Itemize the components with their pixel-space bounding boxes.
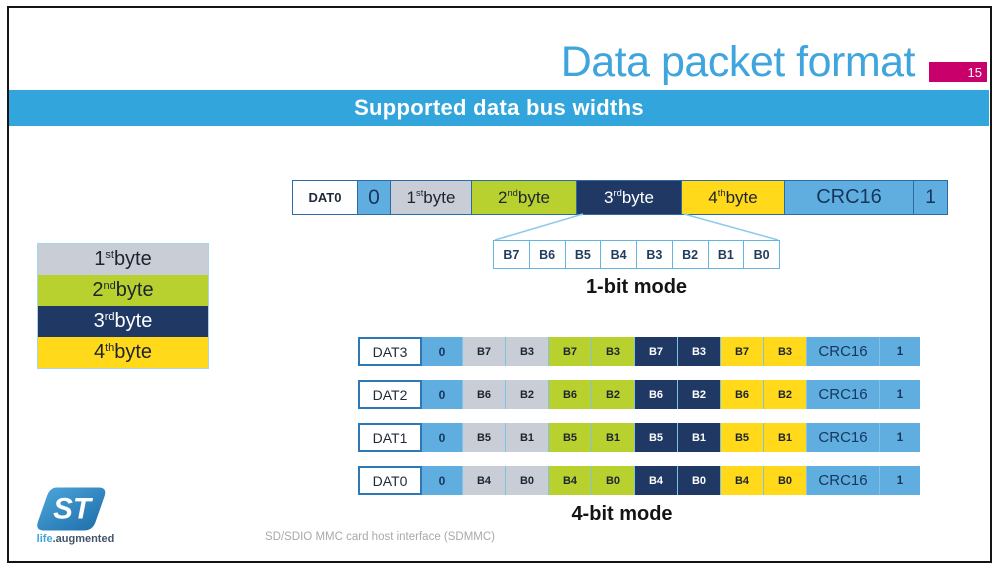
st-logo: ST: [37, 487, 106, 531]
section-banner: Supported data bus widths: [9, 90, 989, 126]
data-bit-cell: B6: [463, 380, 505, 409]
crc-cell: CRC16: [807, 466, 879, 495]
end-bit-cell: 1: [913, 181, 947, 214]
start-bit-cell: 0: [422, 466, 462, 495]
end-bit-cell: 1: [880, 337, 920, 366]
dat-line-label: DAT3: [358, 337, 422, 366]
start-bit-cell: 0: [422, 423, 462, 452]
data-bit-cell: B0: [592, 466, 634, 495]
page-number-badge: 15: [929, 62, 987, 82]
data-bit-cell: B7: [549, 337, 591, 366]
dat-line-label: DAT2: [358, 380, 422, 409]
data-bit-cell: B5: [721, 423, 763, 452]
bit-cell-b6: B6: [528, 241, 565, 268]
bit-cell-b2: B2: [671, 241, 708, 268]
start-bit-cell: 0: [357, 181, 390, 214]
page-title: Data packet format: [560, 38, 916, 86]
tagline-augmented: .augmented: [52, 533, 115, 545]
data-bit-cell: B4: [635, 466, 677, 495]
data-bit-cell: B1: [764, 423, 806, 452]
end-bit-cell: 1: [880, 380, 920, 409]
four-bit-mode-label: 4-bit mode: [571, 503, 673, 525]
data-bit-cell: B2: [592, 380, 634, 409]
one-bit-mode-label: 1-bit mode: [585, 276, 688, 298]
data-bit-cell: B6: [549, 380, 591, 409]
data-bit-cell: B4: [721, 466, 763, 495]
data-bit-cell: B7: [721, 337, 763, 366]
crc-cell: CRC16: [807, 380, 879, 409]
data-bit-cell: B5: [549, 423, 591, 452]
data-bit-cell: B7: [463, 337, 505, 366]
bit-cell-b5: B5: [564, 241, 601, 268]
crc-cell: CRC16: [807, 423, 879, 452]
data-bit-cell: B3: [764, 337, 806, 366]
data-bit-cell: B3: [592, 337, 634, 366]
bit-cell-b1: B1: [707, 241, 744, 268]
data-bit-cell: B5: [463, 423, 505, 452]
svg-text:ST: ST: [53, 493, 94, 526]
end-bit-cell: 1: [880, 423, 920, 452]
data-bit-cell: B7: [635, 337, 677, 366]
crc-cell: CRC16: [807, 337, 879, 366]
bit-cell-b3: B3: [636, 241, 672, 268]
data-bit-cell: B1: [678, 423, 720, 452]
bit-cell-b0: B0: [743, 241, 779, 268]
st-tagline: life.augmented: [28, 533, 123, 545]
data-bit-cell: B6: [635, 380, 677, 409]
slide-border: [7, 6, 992, 563]
dat-line-label: DAT1: [358, 423, 422, 452]
data-bit-cell: B0: [678, 466, 720, 495]
end-bit-cell: 1: [880, 466, 920, 495]
data-bit-cell: B0: [764, 466, 806, 495]
data-bit-cell: B4: [549, 466, 591, 495]
start-bit-cell: 0: [422, 337, 462, 366]
bit-cell-b7: B7: [503, 247, 520, 262]
data-bit-cell: B2: [678, 380, 720, 409]
start-bit-cell: 0: [422, 380, 462, 409]
data-bit-cell: B0: [506, 466, 548, 495]
data-bit-cell: B2: [764, 380, 806, 409]
data-bit-cell: B5: [635, 423, 677, 452]
tagline-life: life: [36, 533, 53, 545]
data-bit-cell: B2: [506, 380, 548, 409]
dat-line-label: DAT0: [358, 466, 422, 495]
dat0-line-label: DAT0: [293, 181, 357, 214]
footer-caption: SD/SDIO MMC card host interface (SDMMC): [264, 531, 496, 543]
data-bit-cell: B3: [506, 337, 548, 366]
data-bit-cell: B3: [678, 337, 720, 366]
data-bit-cell: B4: [463, 466, 505, 495]
data-bit-cell: B6: [721, 380, 763, 409]
crc16-cell: CRC16: [784, 181, 913, 214]
data-bit-cell: B1: [506, 423, 548, 452]
data-bit-cell: B1: [592, 423, 634, 452]
bit-cell-b4: B4: [600, 241, 636, 268]
